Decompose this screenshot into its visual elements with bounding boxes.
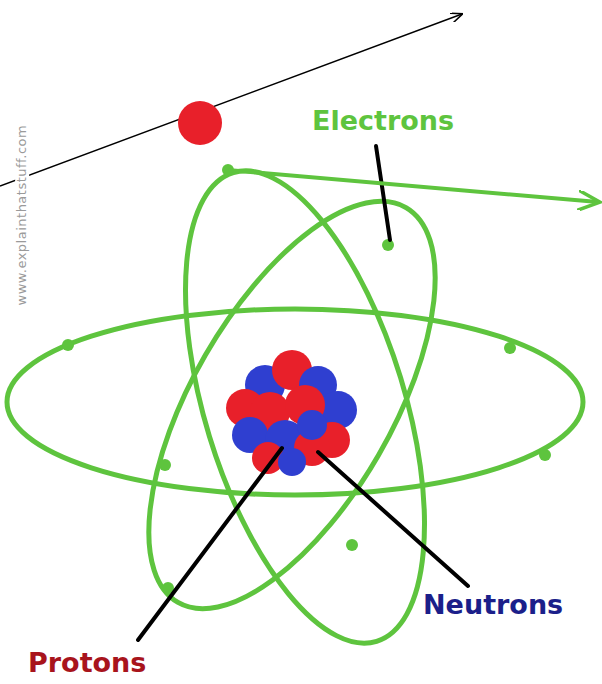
leader-lines bbox=[138, 146, 468, 640]
particle-label: Neutrons bbox=[423, 590, 563, 620]
particle-label: Electrons bbox=[312, 106, 454, 136]
ejected-electron-arrow bbox=[228, 170, 598, 202]
particle-label: Protons bbox=[28, 648, 146, 678]
nucleus bbox=[226, 350, 357, 476]
electron-orbits bbox=[7, 143, 583, 670]
watermark: www.explainthatstuff.com bbox=[15, 123, 29, 308]
particle-path bbox=[0, 14, 462, 186]
electron-dots bbox=[62, 164, 551, 594]
incoming-particle bbox=[178, 101, 222, 145]
